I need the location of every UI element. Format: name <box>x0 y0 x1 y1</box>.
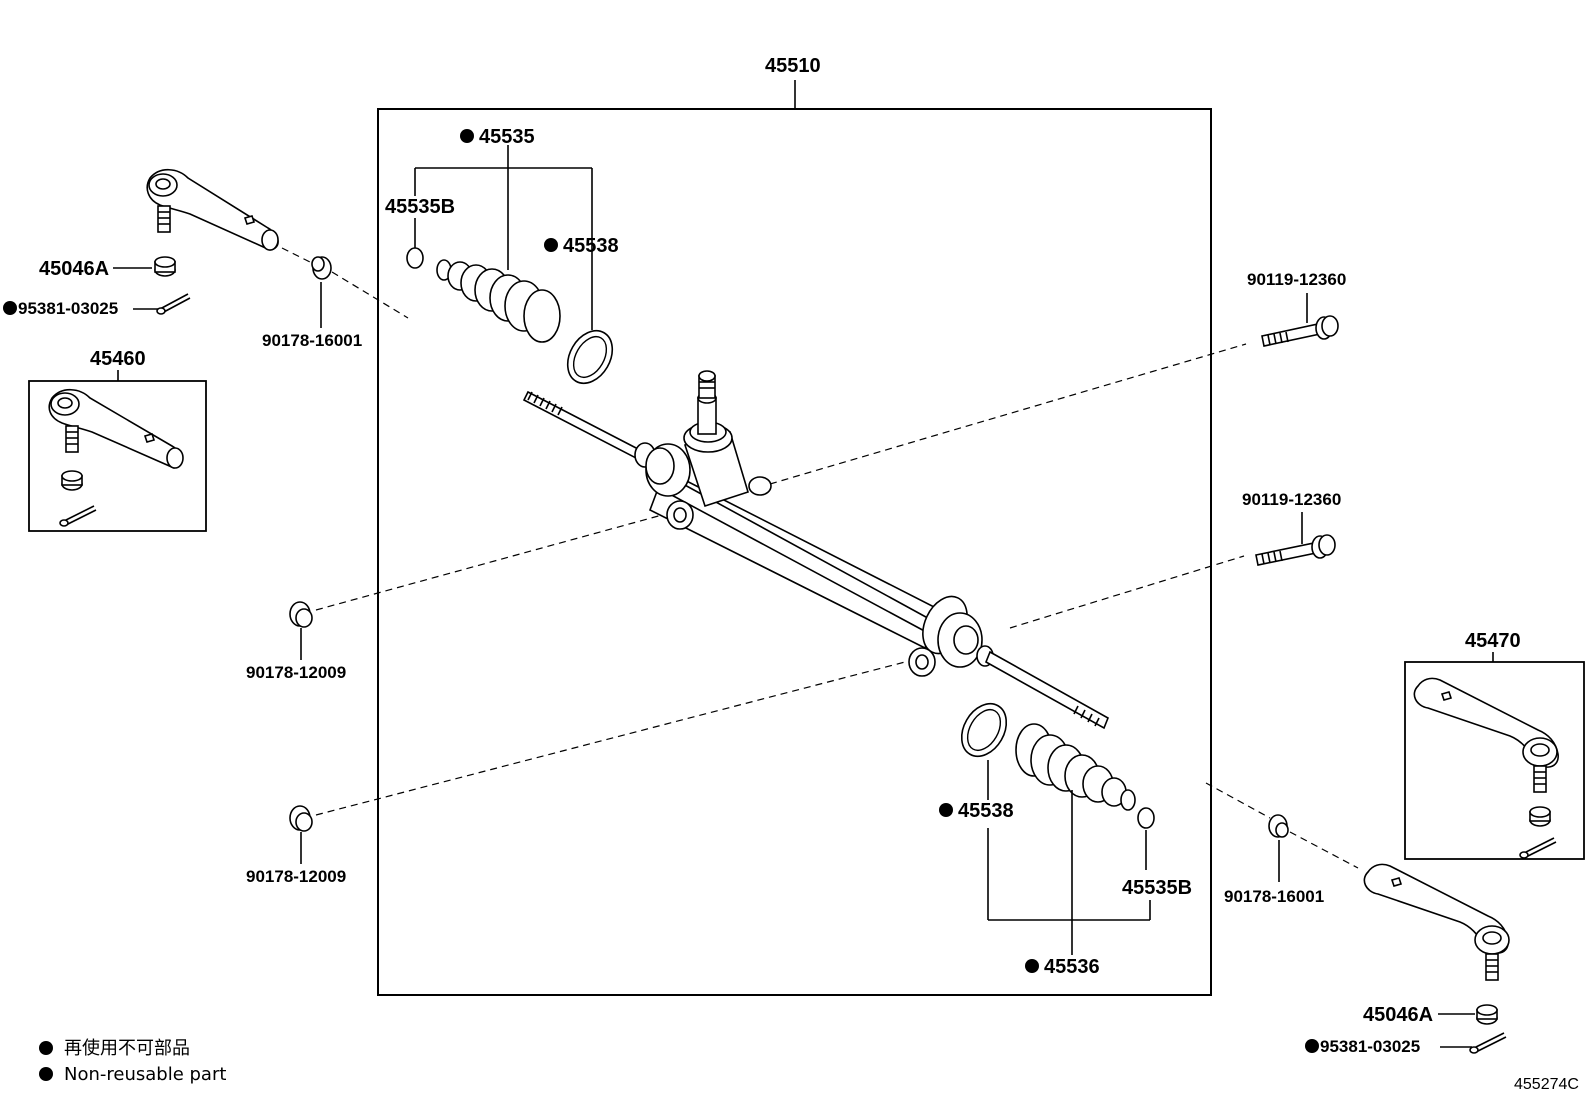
legend-bullet-1 <box>39 1041 53 1055</box>
bullet-45536 <box>1025 959 1039 973</box>
label-90178-16001-left: 90178-16001 <box>262 331 362 350</box>
boot-left <box>436 259 561 343</box>
bullet-95381-right <box>1305 1039 1319 1053</box>
legend-bullet-2 <box>39 1067 53 1081</box>
mount-nut-upper <box>289 601 313 628</box>
bolt-lower <box>1255 534 1336 566</box>
label-90178-16001-right: 90178-16001 <box>1224 887 1324 906</box>
label-95381-left: 95381-03025 <box>18 299 118 318</box>
label-45535: 45535 <box>479 126 535 148</box>
bullet-45538-right <box>939 803 953 817</box>
tie-rod-end-lh-spare <box>48 388 184 527</box>
bullet-45535 <box>460 129 474 143</box>
cotter-pin-left <box>159 293 191 314</box>
label-45538-right: 45538 <box>958 800 1014 822</box>
tie-rod-lh-box <box>28 380 207 532</box>
label-45510: 45510 <box>765 55 821 77</box>
label-90178-12009-upper: 90178-12009 <box>246 663 346 682</box>
bolt-upper <box>1261 315 1339 347</box>
steering-rack <box>522 370 1110 730</box>
bullet-95381-left <box>3 301 17 315</box>
label-45536: 45536 <box>1044 956 1100 978</box>
clamp-right <box>1137 807 1155 829</box>
label-90119-12360-upper: 90119-12360 <box>1247 270 1346 289</box>
label-45535b-right: 45535B <box>1122 877 1192 899</box>
clip-ring-left <box>566 329 614 385</box>
tie-rod-end-rh-spare <box>1413 677 1559 859</box>
label-45538-left: 45538 <box>563 235 619 257</box>
nut-left <box>154 256 176 277</box>
label-45470: 45470 <box>1465 630 1521 652</box>
bushing-right <box>1268 814 1289 838</box>
legend-line-2: Non-reusable part <box>64 1064 226 1085</box>
clamp-left <box>406 247 424 269</box>
clip-ring-right <box>960 702 1008 758</box>
tie-rod-rh-box <box>1404 661 1585 860</box>
cotter-pin-right <box>1473 1032 1507 1053</box>
label-90178-12009-lower: 90178-12009 <box>246 867 346 886</box>
label-45046a-right: 45046A <box>1363 1004 1433 1026</box>
label-45046a-left: 45046A <box>39 258 109 280</box>
bullet-45538-left <box>544 238 558 252</box>
nut-right <box>1476 1004 1498 1025</box>
bushing-left <box>311 256 332 280</box>
label-95381-right: 95381-03025 <box>1320 1037 1420 1056</box>
legend-line-1: 再使用不可部品 <box>64 1038 190 1059</box>
label-90119-12360-lower: 90119-12360 <box>1242 490 1341 509</box>
boot-right <box>1015 723 1136 811</box>
tie-rod-end-right <box>1363 863 1510 981</box>
label-45535b-left: 45535B <box>385 196 455 218</box>
mount-nut-lower <box>289 805 313 832</box>
diagram-code: 455274C <box>1514 1076 1579 1093</box>
label-45460: 45460 <box>90 348 146 370</box>
tie-rod-end-left <box>146 168 279 251</box>
